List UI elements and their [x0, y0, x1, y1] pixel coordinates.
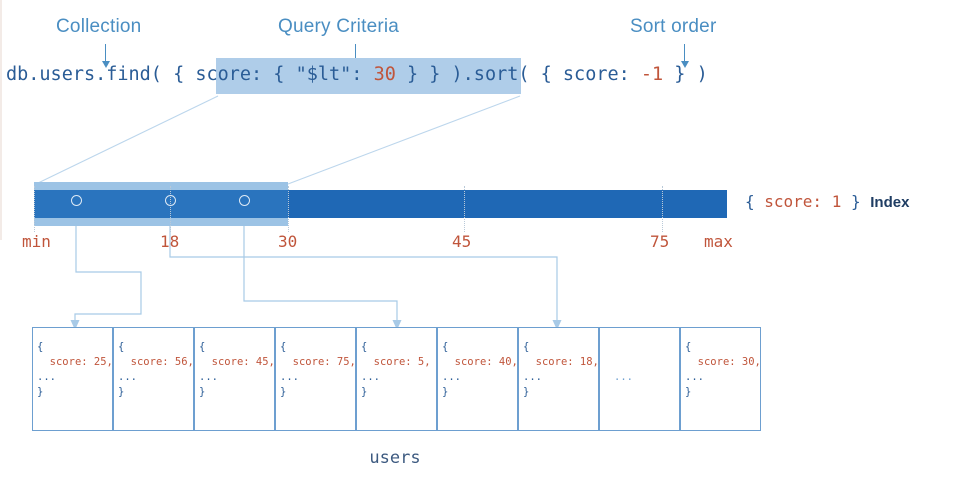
- document-box: { score: 45, ... }: [194, 327, 275, 431]
- annotation-sort-order-arrow-icon: [680, 44, 689, 68]
- document-ellipsis: ...: [442, 371, 461, 383]
- document-close-brace: }: [685, 386, 692, 398]
- query-lt-value: 30: [373, 64, 396, 85]
- index-tick-line: [34, 186, 36, 232]
- query-mid: } } ).sort( { score:: [395, 64, 641, 85]
- query-criteria-highlight: [216, 58, 521, 94]
- trapezoid-right-edge: [287, 95, 521, 185]
- connector-marker-1: [74, 206, 142, 322]
- document-score-field: score: 45,: [211, 356, 275, 368]
- document-open-brace: {: [280, 341, 287, 353]
- index-tick-label: max: [704, 232, 733, 251]
- document-close-brace: }: [37, 386, 44, 398]
- document-open-brace: {: [118, 341, 125, 353]
- document-box: { score: 75, ... }: [275, 327, 356, 431]
- query-prefix: db.users.find( { score: { "$lt":: [6, 64, 374, 85]
- document-open-brace: {: [685, 341, 692, 353]
- document-score-field: score: 75,: [292, 356, 356, 368]
- connector-marker-3: [243, 206, 398, 322]
- document-close-brace: }: [523, 386, 530, 398]
- index-tick-line: [464, 186, 466, 232]
- document-text: { score: 30, ... }: [685, 340, 761, 400]
- document-text: { score: 56, ... }: [118, 340, 194, 400]
- document-ellipsis: ...: [118, 371, 137, 383]
- index-tick-line: [288, 186, 290, 232]
- document-score-field: score: 18,: [535, 356, 599, 368]
- index-tick-label: 18: [160, 232, 180, 251]
- index-legend: { score: 1 } Index: [745, 192, 909, 211]
- query-statement: db.users.find( { score: { "$lt": 30 } } …: [6, 64, 708, 85]
- document-open-brace: {: [199, 341, 206, 353]
- connector-marker-3-arrowhead-icon: [392, 320, 402, 330]
- document-score-field: score: 25,: [49, 356, 113, 368]
- annotation-sort-order: Sort order: [630, 16, 717, 37]
- index-legend-word: Index: [870, 194, 910, 211]
- document-score-field: score: 40,: [454, 356, 518, 368]
- document-text: { score: 40, ... }: [442, 340, 518, 400]
- annotation-query-criteria: Query Criteria: [278, 16, 400, 37]
- document-text: { score: 5, ... }: [361, 340, 431, 400]
- document-open-brace: {: [37, 341, 44, 353]
- document-score-field: score: 56,: [130, 356, 194, 368]
- document-text: ...: [614, 370, 633, 385]
- document-box: { score: 18, ... }: [518, 327, 599, 431]
- document-text: { score: 25, ... }: [37, 340, 113, 400]
- document-ellipsis: ...: [199, 371, 218, 383]
- left-margin-rule: [0, 0, 2, 240]
- document-box: { score: 40, ... }: [437, 327, 518, 431]
- document-close-brace: }: [442, 386, 449, 398]
- annotation-collection: Collection: [56, 16, 142, 37]
- index-tick-line: [662, 186, 664, 232]
- connector-marker-2-arrowhead-icon: [552, 320, 562, 330]
- index-tick-label: 45: [452, 232, 472, 251]
- document-text: { score: 45, ... }: [199, 340, 275, 400]
- index-tick-label: min: [22, 232, 51, 251]
- query-sort-value: -1: [640, 64, 664, 85]
- index-key-marker-icon: [239, 195, 250, 206]
- document-ellipsis: ...: [280, 371, 299, 383]
- trapezoid-left-edge: [35, 95, 219, 185]
- document-ellipsis: ...: [37, 371, 56, 383]
- connector-marker-1-arrowhead-icon: [70, 320, 80, 330]
- document-ellipsis: ...: [523, 371, 542, 383]
- document-box: { score: 25, ... }: [32, 327, 113, 431]
- document-close-brace: }: [361, 386, 368, 398]
- document-box: { score: 5, ... }: [356, 327, 437, 431]
- index-tick-label: 30: [278, 232, 298, 251]
- annotation-collection-arrow-icon: [101, 44, 110, 68]
- collection-name-label: users: [369, 448, 421, 468]
- document-open-brace: {: [523, 341, 530, 353]
- document-ellipsis: ...: [685, 371, 704, 383]
- document-box: ...: [599, 327, 680, 431]
- document-close-brace: }: [280, 386, 287, 398]
- document-box: { score: 56, ... }: [113, 327, 194, 431]
- document-close-brace: }: [199, 386, 206, 398]
- index-tick-label: 75: [650, 232, 670, 251]
- document-box: { score: 30, ... }: [680, 327, 761, 431]
- index-legend-key: score: 1: [764, 192, 842, 211]
- query-suffix: } ): [663, 64, 708, 85]
- index-key-marker-icon: [165, 195, 176, 206]
- document-ellipsis: ...: [361, 371, 380, 383]
- document-close-brace: }: [118, 386, 125, 398]
- document-text: { score: 18, ... }: [523, 340, 599, 400]
- document-score-field: score: 30,: [697, 356, 761, 368]
- index-legend-close: }: [841, 192, 861, 211]
- index-tick-line: [170, 186, 172, 232]
- document-ellipsis: ...: [614, 371, 633, 383]
- document-score-field: score: 5,: [373, 356, 431, 368]
- index-key-marker-icon: [71, 195, 82, 206]
- document-text: { score: 75, ... }: [280, 340, 356, 400]
- document-open-brace: {: [442, 341, 449, 353]
- index-legend-open: {: [745, 192, 765, 211]
- document-open-brace: {: [361, 341, 368, 353]
